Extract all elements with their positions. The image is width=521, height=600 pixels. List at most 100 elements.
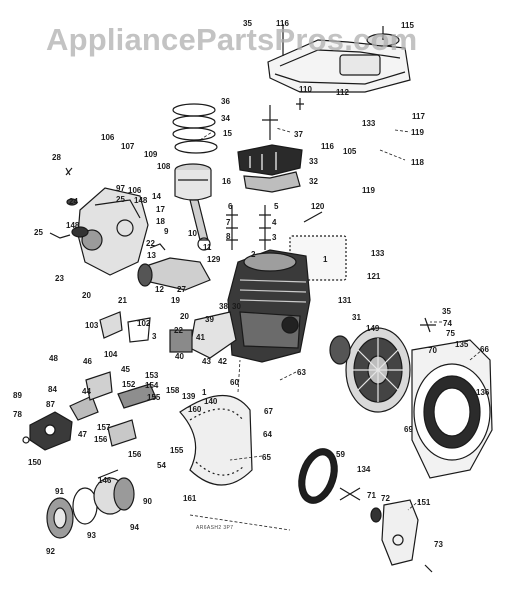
- part-label-119: 119: [362, 186, 375, 195]
- part-label-134: 134: [357, 465, 371, 474]
- part-label-151: 151: [417, 498, 431, 507]
- part-label-73: 73: [434, 540, 443, 549]
- part-label-10: 10: [188, 229, 197, 238]
- blower-housing: [411, 317, 493, 479]
- carburetor: [49, 167, 149, 276]
- part-label-65: 65: [262, 453, 271, 462]
- part-label-9: 9: [164, 227, 169, 236]
- part-label-153: 153: [145, 371, 159, 380]
- part-label-158: 158: [166, 386, 180, 395]
- part-label-74: 74: [443, 319, 452, 328]
- muffler-bracket: [339, 487, 433, 573]
- part-label-133: 133: [362, 119, 376, 128]
- piston: [174, 163, 212, 251]
- part-label-91: 91: [55, 487, 64, 496]
- part-label-12: 12: [155, 285, 164, 294]
- part-label-148: 148: [66, 221, 80, 230]
- part-label-3: 3: [272, 233, 277, 242]
- air-cleaner: [46, 469, 135, 539]
- part-label-22: 22: [146, 239, 155, 248]
- part-label-24: 24: [69, 197, 78, 206]
- part-label-156: 156: [94, 435, 108, 444]
- part-label-47: 47: [78, 430, 87, 439]
- part-label-25: 25: [116, 195, 125, 204]
- part-label-139: 139: [182, 392, 196, 401]
- part-label-131: 131: [338, 296, 352, 305]
- part-label-20: 20: [180, 312, 189, 321]
- diagram-code-text: AR6ASH2 3P7: [196, 525, 234, 531]
- part-label-15: 15: [223, 129, 232, 138]
- part-label-107: 107: [121, 142, 135, 151]
- part-label-156: 156: [128, 450, 142, 459]
- part-label-17: 17: [156, 205, 165, 214]
- part-label-28: 28: [52, 153, 61, 162]
- leader-lines: [189, 127, 483, 531]
- part-label-118: 118: [411, 158, 424, 167]
- part-label-30: 30: [232, 302, 241, 311]
- air-baffle: [179, 394, 253, 486]
- part-label-3: 3: [152, 332, 157, 341]
- cylinder-block: [227, 249, 311, 363]
- part-label-119: 119: [411, 128, 424, 137]
- part-label-146: 146: [98, 476, 112, 485]
- flywheel: [329, 327, 411, 413]
- part-label-36: 36: [221, 97, 230, 106]
- part-label-70: 70: [428, 346, 437, 355]
- part-label-19: 19: [171, 296, 180, 305]
- part-label-2: 2: [251, 250, 256, 259]
- part-label-69: 69: [404, 425, 413, 434]
- part-label-16: 16: [222, 177, 231, 186]
- top-cover: [267, 24, 411, 110]
- part-label-155: 155: [170, 446, 184, 455]
- part-label-23: 23: [55, 274, 64, 283]
- governor-assembly: [99, 311, 237, 359]
- part-label-90: 90: [143, 497, 152, 506]
- part-label-155: 155: [147, 393, 161, 402]
- part-label-41: 41: [196, 333, 205, 342]
- part-label-121: 121: [367, 272, 381, 281]
- part-label-106: 106: [128, 186, 142, 195]
- part-label-149: 149: [366, 324, 380, 333]
- part-label-110: 110: [299, 85, 312, 94]
- part-label-148: 148: [134, 196, 148, 205]
- fuel-pump: [22, 371, 157, 451]
- part-label-54: 54: [157, 461, 166, 470]
- part-label-161: 161: [183, 494, 197, 503]
- part-label-157: 157: [97, 423, 111, 432]
- part-label-31: 31: [352, 313, 361, 322]
- part-label-27: 27: [177, 285, 186, 294]
- part-label-66: 66: [480, 345, 489, 354]
- part-label-112: 112: [336, 88, 349, 97]
- part-label-84: 84: [48, 385, 57, 394]
- part-label-35: 35: [243, 19, 252, 28]
- crankshaft: [137, 243, 211, 291]
- part-label-160: 160: [188, 405, 202, 414]
- part-label-120: 120: [311, 202, 325, 211]
- part-label-42: 42: [218, 357, 227, 366]
- part-label-25: 25: [34, 228, 43, 237]
- part-label-11: 11: [203, 243, 212, 252]
- part-label-33: 33: [309, 157, 318, 166]
- part-label-1: 1: [202, 388, 207, 397]
- part-label-105: 105: [343, 147, 357, 156]
- part-label-115: 115: [401, 21, 414, 30]
- part-label-116: 116: [321, 142, 334, 151]
- part-label-104: 104: [104, 350, 118, 359]
- part-label-103: 103: [85, 321, 99, 330]
- part-label-18: 18: [156, 217, 165, 226]
- part-label-93: 93: [87, 531, 96, 540]
- part-label-45: 45: [121, 365, 130, 374]
- part-label-87: 87: [46, 400, 55, 409]
- part-label-37: 37: [294, 130, 303, 139]
- part-label-46: 46: [83, 357, 92, 366]
- part-label-154: 154: [145, 381, 159, 390]
- part-label-63: 63: [297, 368, 306, 377]
- part-label-1: 1: [323, 255, 328, 264]
- part-label-43: 43: [202, 357, 211, 366]
- part-label-22: 22: [174, 326, 183, 335]
- part-label-152: 152: [122, 380, 136, 389]
- part-label-78: 78: [13, 410, 22, 419]
- part-label-14: 14: [152, 192, 161, 201]
- part-label-38: 38: [219, 302, 228, 311]
